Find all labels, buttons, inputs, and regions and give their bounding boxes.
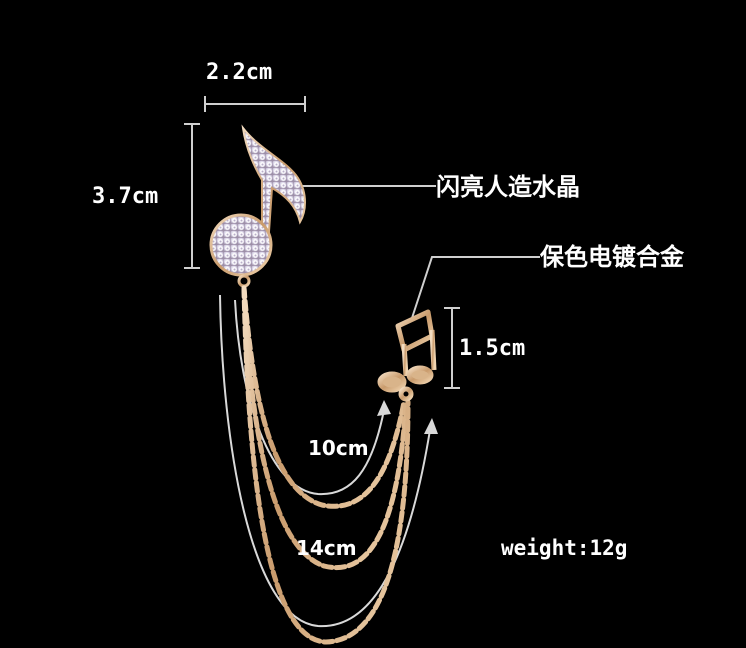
long-chain-length-label: 14cm [296, 536, 357, 560]
note-head [209, 213, 273, 277]
short-chain-length-label: 10cm [308, 436, 369, 460]
note-loop [237, 274, 251, 288]
small-note-head-left [377, 371, 407, 393]
chain-short [241, 285, 407, 509]
height-dimension-line [184, 123, 200, 269]
small-note-height-label: 1.5cm [459, 336, 526, 361]
note-flag [241, 124, 306, 247]
width-label: 2.2cm [206, 60, 273, 85]
plating-feature-label: 保色电镀合金 [540, 243, 684, 271]
small-note-dimension-line [444, 307, 460, 389]
long-chain-arrow [424, 418, 438, 434]
weight-label: weight:12g [501, 536, 628, 560]
small-music-note [377, 309, 437, 402]
chain-middle [241, 285, 409, 571]
long-chain-arc [219, 294, 431, 628]
short-chain-arrow [377, 400, 391, 416]
chains [241, 285, 411, 645]
chain-long [241, 285, 411, 645]
small-note-head-right [406, 365, 434, 385]
short-chain-arc [234, 299, 385, 496]
crystal-feature-label: 闪亮人造水晶 [436, 173, 580, 201]
plating-pointer-line [411, 256, 540, 319]
width-dimension-line [204, 96, 306, 112]
height-label: 3.7cm [92, 184, 159, 209]
large-music-note [209, 124, 306, 288]
